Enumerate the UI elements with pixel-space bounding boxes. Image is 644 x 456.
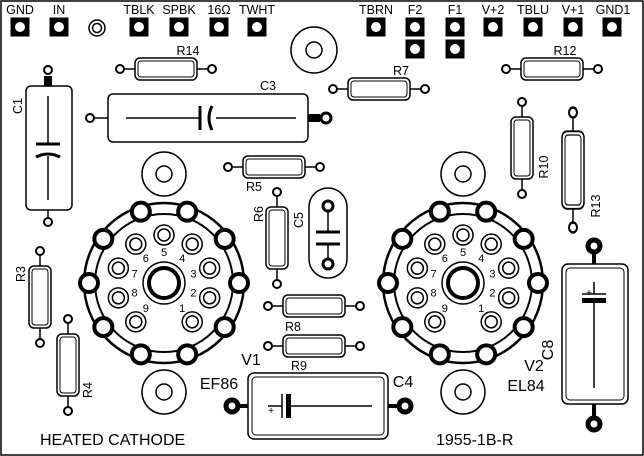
pin-label-v1-3: 3	[190, 268, 196, 280]
label-gnd: GND	[6, 3, 34, 17]
pin-label-v2-5: 5	[460, 247, 466, 259]
pin-label-v1-6: 6	[143, 253, 149, 265]
label-r6: R6	[252, 206, 266, 222]
terminal-tblu	[523, 17, 543, 37]
pin-label-v2-9: 9	[442, 303, 448, 315]
capacitor-c3	[85, 93, 333, 143]
label-f2: F2	[408, 3, 423, 17]
footer-board-id: 1955-1B-R	[436, 432, 513, 449]
label-r12: R12	[554, 44, 577, 58]
pin-label-v2-7: 7	[430, 268, 436, 280]
pin-label-v1-7: 7	[131, 268, 137, 280]
terminal-v-plus-1	[563, 17, 583, 37]
label-tblk: TBLK	[123, 3, 155, 17]
label-r4: R4	[81, 382, 95, 398]
label-ef86: EF86	[200, 376, 238, 393]
terminal-v-plus-2	[483, 17, 503, 37]
label-tbrn: TBRN	[359, 3, 393, 17]
pin-label-v2-6: 6	[442, 253, 448, 265]
label-v-plus-2: V+2	[482, 3, 505, 17]
footer-heated-cathode: HEATED CATHODE	[40, 432, 185, 449]
capacitor-c4	[223, 372, 414, 440]
label-twht: TWHT	[239, 3, 275, 17]
label-el84: EL84	[507, 378, 544, 395]
label-r10: R10	[537, 155, 551, 178]
pin-label-v2-4: 4	[478, 253, 484, 265]
pin-label-v1-9: 9	[143, 303, 149, 315]
label-v1: V1	[241, 352, 261, 369]
pin-label-v2-2: 2	[489, 288, 495, 300]
label-in: IN	[53, 3, 66, 17]
pin-label-v1-5: 5	[161, 247, 167, 259]
label-r3: R3	[14, 266, 28, 282]
label-v2: V2	[524, 358, 544, 375]
label-v-plus-1: V+1	[562, 3, 585, 17]
mounting-hole-small	[88, 19, 106, 37]
pin-label-v1-1: 1	[179, 303, 185, 315]
label-r9: R9	[291, 359, 307, 373]
label-c8: C8	[540, 340, 557, 361]
terminal-in	[49, 17, 69, 37]
terminal-f1	[445, 17, 465, 59]
capacitor-c1	[25, 65, 73, 227]
label-16ohm: 16Ω	[207, 3, 230, 17]
label-spbk: SPBK	[162, 3, 196, 17]
terminal-tblk	[129, 17, 149, 37]
pin-label-v2-8: 8	[430, 288, 436, 300]
tube-labels: V1 EF86 V2 EL84	[200, 352, 545, 395]
label-r8: R8	[285, 320, 301, 334]
terminal-labels: GND IN TBLK SPBK 16Ω TWHT TBRN F2 F1 V+2…	[6, 3, 630, 17]
capacitor-c5	[308, 187, 348, 279]
terminal-f2	[405, 17, 425, 59]
component-labels: R14 R12 R7 C3 R5 R8 R9 C1 R10 R13 R6 C5 …	[11, 44, 603, 417]
label-c1: C1	[11, 98, 25, 114]
pin-label-v1-2: 2	[190, 288, 196, 300]
footer-labels: HEATED CATHODE 1955-1B-R	[40, 432, 513, 449]
label-r13: R13	[589, 194, 603, 217]
c8-polarity: +	[586, 288, 592, 299]
mounting-hole-top	[290, 26, 338, 74]
terminal-row	[10, 17, 622, 59]
terminal-gnd	[10, 17, 30, 37]
capacitor-c8	[561, 237, 629, 433]
label-r5: R5	[246, 180, 262, 194]
terminal-twht	[247, 17, 267, 37]
c4-polarity: +	[268, 406, 274, 417]
terminal-gnd1	[602, 17, 622, 37]
pin-label-v2-1: 1	[478, 303, 484, 315]
label-r7: R7	[393, 64, 409, 78]
pin-label-v1-8: 8	[131, 288, 137, 300]
terminal-spbk	[169, 17, 189, 37]
label-f1: F1	[448, 3, 463, 17]
label-c5: C5	[292, 212, 306, 228]
label-gnd1: GND1	[596, 3, 631, 17]
label-c3: C3	[260, 79, 276, 93]
terminal-16ohm	[209, 17, 229, 37]
pin-label-v1-4: 4	[179, 253, 185, 265]
label-r14: R14	[177, 44, 200, 58]
label-tblu: TBLU	[517, 3, 549, 17]
label-c4: C4	[393, 374, 414, 391]
pin-label-v2-3: 3	[489, 268, 495, 280]
terminal-tbrn	[366, 17, 386, 37]
